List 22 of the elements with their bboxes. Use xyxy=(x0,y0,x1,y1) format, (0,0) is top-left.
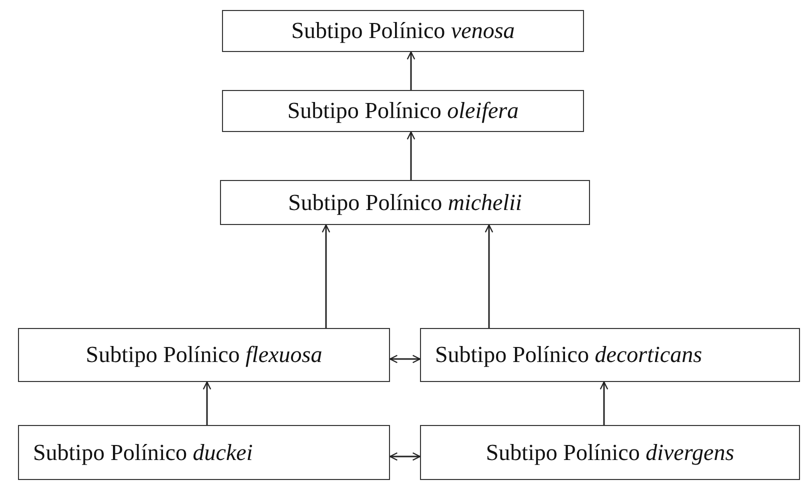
subtype-box xyxy=(220,180,590,225)
arrow xyxy=(322,224,330,328)
arrow xyxy=(600,381,608,425)
subtype-label: Subtipo Polínico flexuosa xyxy=(86,342,322,368)
subtype-box xyxy=(420,328,800,382)
subtype-label: Subtipo Polínico divergens xyxy=(486,440,734,466)
arrow xyxy=(389,452,421,461)
subtype-box xyxy=(18,425,390,480)
subtype-label: Subtipo Polínico venosa xyxy=(291,18,515,44)
subtype-box xyxy=(18,328,390,382)
arrow xyxy=(389,354,421,364)
subtype-box xyxy=(222,10,584,52)
subtype-label: Subtipo Polínico duckei xyxy=(33,440,253,466)
arrow xyxy=(202,381,212,425)
subtype-box xyxy=(420,425,800,480)
subtype-box xyxy=(222,90,584,132)
subtype-label: Subtipo Polínico oleifera xyxy=(287,98,519,124)
subtype-label: Subtipo Polínico michelii xyxy=(288,190,522,216)
arrow xyxy=(484,224,494,328)
arrow xyxy=(406,131,416,180)
arrow xyxy=(406,51,416,90)
subtype-label: Subtipo Polínico decorticans xyxy=(435,342,702,368)
